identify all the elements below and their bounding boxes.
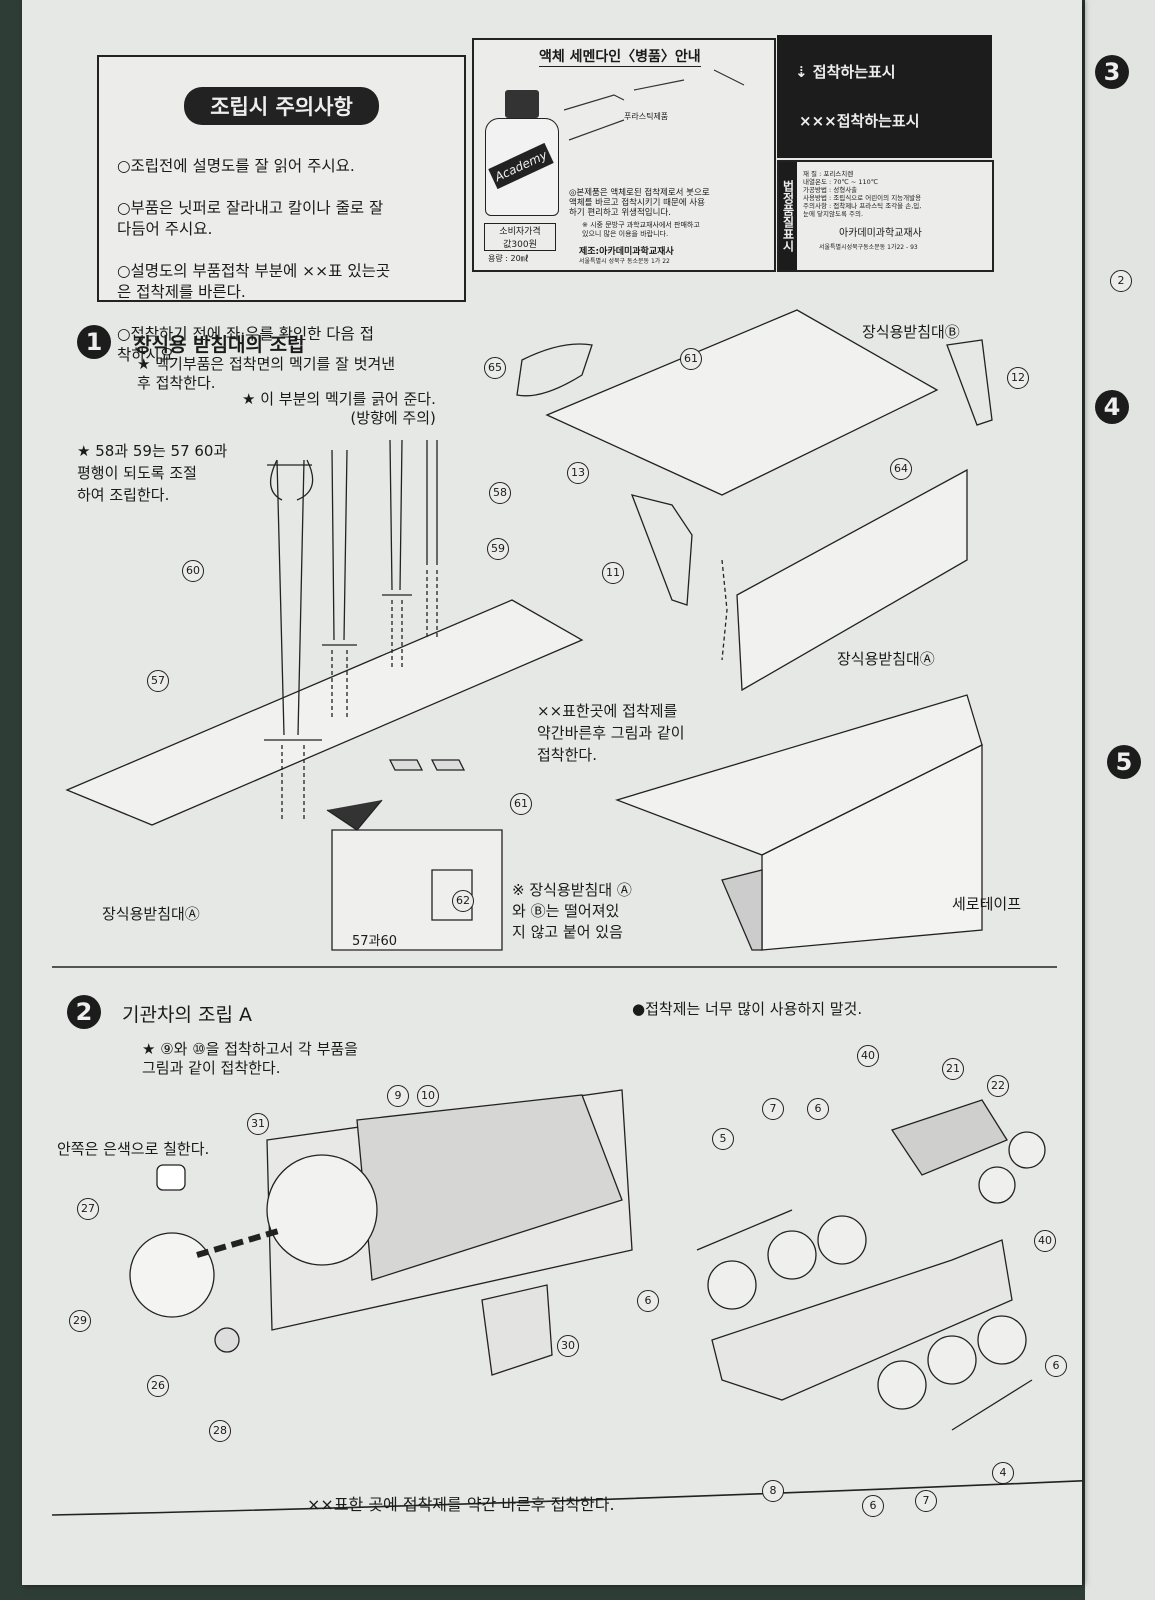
part-callout: 40	[857, 1045, 879, 1067]
company-address: 서울특별시성북구동소문동 1가22 - 93	[819, 244, 918, 251]
section-5-number: 5	[1107, 745, 1141, 779]
glue-tip: ●접착제는 너무 많이 사용하지 말것.	[632, 1000, 863, 1018]
cement-description: ◎본제품은 액체로된 접착제로서 붓으로 액체를 바르고 접착시키기 때문에 사…	[569, 188, 710, 218]
part-callout: 57	[147, 670, 169, 692]
callout: 2	[1110, 270, 1132, 292]
section-2-note: ★ ⑨와 ⑩을 접착하고서 각 부품을 그림과 같이 접착한다.	[142, 1040, 358, 1077]
part-callout: 7	[762, 1098, 784, 1120]
section-1-number: 1	[77, 325, 111, 359]
glue-mark-legend: ⇣ 접착하는표시 ×××접착하는표시	[777, 35, 992, 158]
part-callout: 5	[712, 1128, 734, 1150]
section-2-title: 기관차의 조립 A	[122, 1004, 252, 1026]
plastic-label: 푸라스틱제품	[624, 112, 669, 121]
stand-b-label: 장식용받침대Ⓑ	[862, 323, 960, 341]
next-page: 3 4 5 2	[1085, 0, 1155, 1600]
cement-note: ※ 시중 문방구 과학교재사에서 판매하고 있으니 많은 이용을 바랍니다.	[582, 221, 700, 238]
notice-item: ○조립전에 설명도를 잘 읽어 주시요.	[117, 157, 355, 175]
hands-illustration	[563, 69, 745, 141]
part-callout: 61	[510, 793, 532, 815]
section-1-note-parallel: ★ 58과 59는 57 60과 평행이 되도록 조절 하여 조립한다.	[77, 442, 228, 504]
part-callout: 29	[69, 1310, 91, 1332]
part-callout: 27	[77, 1198, 99, 1220]
part-callout: 9	[387, 1085, 409, 1107]
part-callout: 21	[942, 1058, 964, 1080]
part-callout: 6	[1045, 1355, 1067, 1377]
part-callout: 60	[182, 560, 204, 582]
quality-lines: 재 질 : 포리스치렌 내열온도 : 70℃ ~ 110℃ 가공방법 : 성형사…	[803, 170, 922, 218]
section-1-note-plating: ★ 멕기부품은 접착면의 멕기를 잘 벗겨낸 후 접착한다.	[137, 355, 396, 392]
part-callout: 6	[862, 1495, 884, 1517]
part-callout: 26	[147, 1375, 169, 1397]
part-callout: 6	[807, 1098, 829, 1120]
part-callout: 13	[567, 462, 589, 484]
cement-bottle-icon: Academy	[482, 90, 562, 220]
section-3-number: 3	[1095, 55, 1129, 89]
section-2-footer: ××표한 곳에 접착제를 약간 바른후 접착한다.	[307, 1495, 615, 1514]
part-callout: 31	[247, 1113, 269, 1135]
part-callout: 10	[417, 1085, 439, 1107]
part-callout: 58	[489, 482, 511, 504]
detail-label: 57과60	[352, 934, 398, 949]
notice-item: ○설명도의 부품접착 부분에 ××표 있는곳 은 접착제를 바른다.	[117, 262, 391, 301]
section-1-title: 장식용 받침대의 조립	[134, 334, 305, 356]
part-callout: 11	[602, 562, 624, 584]
notice-item: ○부품은 닛퍼로 잘라내고 칼이나 줄로 잘 다듬어 주시요.	[117, 199, 384, 238]
arrow-mark-label: 접착하는표시	[812, 63, 896, 81]
arrow-mark-icon: ⇣	[795, 63, 813, 81]
part-callout: 4	[992, 1462, 1014, 1484]
section-4-number: 4	[1095, 390, 1129, 424]
part-callout: 64	[890, 458, 912, 480]
part-callout: 7	[915, 1490, 937, 1512]
part-callout: 59	[487, 538, 509, 560]
stand-a-label-bottom: 장식용받침대Ⓐ	[102, 905, 200, 923]
part-callout: 12	[1007, 367, 1029, 389]
attached-note: ※ 장식용받침대 Ⓐ 와 Ⓑ는 떨어져있 지 않고 붙어 있음	[512, 881, 632, 941]
company-name: 아카데미과학교재사	[839, 228, 922, 239]
part-callout: 61	[680, 348, 702, 370]
part-callout: 30	[557, 1335, 579, 1357]
volume-label: 용량 : 20㎖	[488, 254, 529, 263]
section-1-note-scrape: ★ 이 부분의 멕기를 긁어 준다. (방향에 주의)	[242, 390, 436, 427]
quality-title: 법정품질표시	[779, 162, 797, 270]
maker-label: 제조:아카데미과학교재사	[579, 247, 674, 257]
price-label: 소비자가격 값300원	[484, 223, 556, 251]
stand-a-label: 장식용받침대Ⓐ	[837, 650, 935, 668]
part-callout: 62	[452, 890, 474, 912]
cement-guide-box: 액체 세멘다인〈병품〉안내 Academy 푸라스틱제품 ◎본제품은 액체로된 …	[472, 38, 776, 272]
assembly-notice-box: 조립시 주의사항 ○조립전에 설명도를 잘 읽어 주시요. ○부품은 닛퍼로 잘…	[97, 55, 466, 364]
x-mark-label: ×××접착하는표시	[799, 112, 920, 130]
glue-instruction: ××표한곳에 접착제를 약간바른후 그림과 같이 접착한다.	[537, 702, 685, 764]
assembly-drawings	[51, 309, 1082, 1516]
paint-note: 안쪽은 은색으로 칠한다.	[57, 1140, 210, 1158]
notice-item: ○접착하기 전에 좌·우를 확인한 다음 접 착하시요.	[117, 325, 374, 364]
part-callout: 22	[987, 1075, 1009, 1097]
cement-title: 액체 세멘다인〈병품〉안내	[539, 46, 701, 67]
part-callout: 40	[1034, 1230, 1056, 1252]
section-2-number: 2	[67, 995, 101, 1029]
instruction-sheet: 조립시 주의사항 ○조립전에 설명도를 잘 읽어 주시요. ○부품은 닛퍼로 잘…	[22, 0, 1082, 1585]
part-callout: 8	[762, 1480, 784, 1502]
part-callout: 28	[209, 1420, 231, 1442]
notice-title: 조립시 주의사항	[184, 87, 379, 125]
tape-label: 세로테이프	[952, 895, 1022, 913]
part-callout: 6	[637, 1290, 659, 1312]
maker-address: 서울특별시 성북구 동소문동 1가 22	[579, 258, 670, 265]
part-callout: 65	[484, 357, 506, 379]
quality-label-box: 법정품질표시 재 질 : 포리스치렌 내열온도 : 70℃ ~ 110℃ 가공방…	[777, 160, 994, 272]
